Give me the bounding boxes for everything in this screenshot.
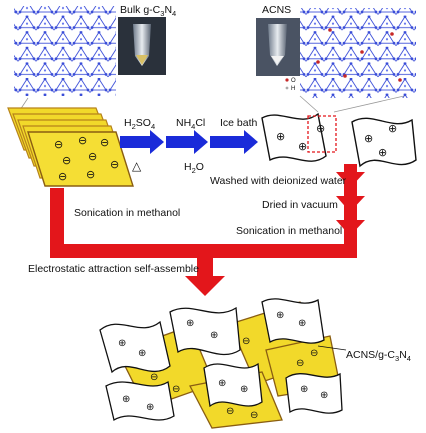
product-label: ACNS/g-C3N4 [346,349,411,363]
assemble-label: Electrostatic attraction self-assemble [28,263,199,275]
acns-sheet-1 [261,112,337,162]
bulk-photo [118,17,166,75]
plus-charge: ⊕ [320,390,328,401]
plus-charge: ⊕ [316,122,325,135]
zoom-box [307,115,337,153]
minus-charge: ⊖ [78,134,87,147]
ice-bath-label: Ice bath [220,117,258,129]
plus-charge: ⊕ [218,378,226,389]
left-sonication-label: Sonication in methanol [74,207,180,219]
minus-charge: ⊖ [58,170,67,183]
wash-label: Washed with deionized water [210,175,347,187]
minus-charge: ⊖ [296,358,304,369]
zoom-line-right [299,95,405,113]
plus-charge: ⊕ [138,348,146,359]
plus-charge: ⊕ [210,330,218,341]
minus-charges-top: ⊖⊖⊖⊖⊖⊖⊖⊖ [54,134,119,183]
plus-charge: ⊕ [240,384,248,395]
minus-charge: ⊖ [100,136,109,149]
legend-o-label: O [291,78,296,84]
minus-charge: ⊖ [310,348,318,359]
acns-dopant-dots [316,28,402,82]
minus-charge: ⊖ [54,138,63,151]
product-leader-line [317,345,347,351]
nh4cl-arrow [166,130,208,154]
plus-charge: ⊕ [146,402,154,413]
bulk-lattice [14,6,116,96]
minus-charge: ⊖ [226,406,234,417]
left-red-arrow [50,188,64,248]
minus-charge: ⊖ [110,158,119,171]
acns-sheet-2 [351,117,417,168]
heat-symbol: △ [132,159,142,173]
bulk-label: Bulk g-C3N4 [120,4,176,18]
legend-o-dot [285,78,289,82]
minus-charge: ⊖ [242,336,250,347]
acid-arrow [120,130,164,154]
legend-h-dot [285,86,289,90]
plus-charge: ⊕ [378,146,387,159]
acid-label: H2SO4 [124,117,155,131]
plus-charge: ⊕ [364,132,373,145]
bulk-sheet-stack [7,107,134,187]
plus-charge: ⊕ [298,318,306,329]
acns-label: ACNS [262,4,291,16]
minus-charge: ⊖ [88,150,97,163]
water-label: H2O [184,161,204,175]
plus-charge: ⊕ [298,140,307,153]
minus-charge: ⊖ [86,168,95,181]
plus-charge: ⊕ [122,394,130,405]
acns-photo [256,18,300,76]
plus-charge: ⊕ [118,338,126,349]
legend-h-label: H [291,86,295,92]
minus-charge: ⊖ [172,384,180,395]
right-red-arrow [336,164,365,248]
plus-charge: ⊕ [186,318,194,329]
merge-red-arrow [50,244,357,296]
nh4cl-label: NH4Cl [176,117,205,131]
pile-charges: ⊕ ⊕ ⊕ ⊕ ⊕ ⊕ ⊕ ⊕ ⊕ ⊕ ⊕ ⊕ ⊖ ⊖ ⊖ ⊖ ⊖ ⊖ ⊖ [118,310,328,421]
plus-charge: ⊕ [276,130,285,143]
minus-charge: ⊖ [62,154,71,167]
minus-charge: ⊖ [250,410,258,421]
plus-charge: ⊕ [388,122,397,135]
plus-charge: ⊕ [300,384,308,395]
right-sonication-label: Sonication in methanol [236,225,342,237]
minus-charge: ⊖ [150,372,158,383]
plus-charge: ⊕ [276,310,284,321]
plus-charges-top: ⊕⊕⊕⊕⊕⊕ [276,122,397,159]
dry-label: Dried in vacuum [262,199,338,211]
acns-lattice [300,8,416,98]
composite-pile [99,298,343,429]
ice-arrow [210,130,258,154]
